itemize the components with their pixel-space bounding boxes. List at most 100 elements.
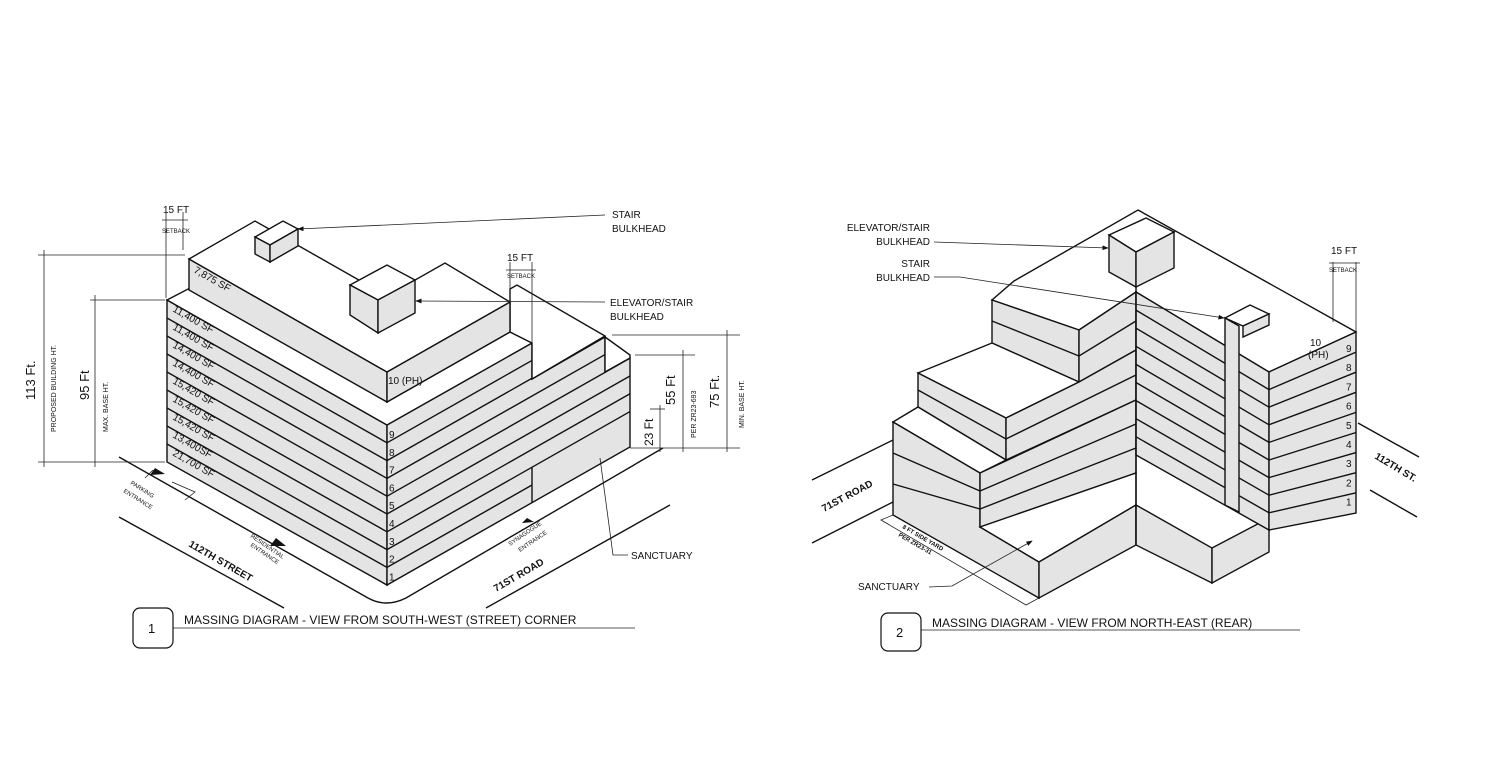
floor-line-west [166, 425, 388, 551]
stair-bulkhead-label-2: BULKHEAD [612, 224, 666, 235]
street-curb-inner [118, 447, 664, 604]
svg-text:MIN. BASE HT.: MIN. BASE HT. [739, 380, 746, 428]
floor-line-west [166, 389, 388, 515]
street-curb-outer-71st [485, 504, 671, 609]
floor-number: 2 [1346, 478, 1352, 489]
podium-east-face [1211, 516, 1270, 585]
setback-dimension-top: 15 FT SETBACK [162, 205, 190, 298]
floor-line-west [166, 317, 388, 444]
stair-bulkhead-label-1: STAIR [901, 259, 930, 270]
stair-bulkhead-label-2: BULKHEAD [876, 273, 930, 284]
max-base-height-dimension: 95 Ft MAX. BASE HT. [77, 295, 165, 467]
sanctuary-label: SANCTUARY [631, 551, 693, 562]
floor-line-east [1268, 431, 1357, 461]
svg-text:23 Ft: 23 Ft [642, 418, 656, 446]
floor-line-west-wing [917, 374, 1137, 440]
elevator-bulkhead-label-2: BULKHEAD [876, 237, 930, 248]
svg-text:15 FT: 15 FT [507, 253, 533, 264]
floor-number: 3 [389, 537, 395, 548]
floor-number: 9 [389, 430, 395, 441]
svg-text:15 FT: 15 FT [1331, 246, 1357, 257]
floor-number: 1 [389, 572, 395, 583]
floor-number: 2 [389, 555, 395, 566]
floor-number: 8 [1346, 363, 1352, 374]
elevator-bulkhead-label-1: ELEVATOR/STAIR [847, 223, 930, 234]
floor-number: 7 [1346, 382, 1352, 393]
stair-bulkhead-label-1: STAIR [612, 210, 641, 221]
svg-text:75 Ft.: 75 Ft. [707, 375, 722, 408]
floor-line-south [386, 484, 533, 569]
elevator-bulkhead-leader [933, 241, 1109, 251]
floor-line-east [1268, 391, 1357, 426]
diagram-number: 2 [896, 625, 903, 640]
diagram-title: MASSING DIAGRAM - VIEW FROM SOUTH-WEST (… [184, 613, 577, 627]
stair-bulkhead-leader [297, 214, 606, 232]
floor-line-south [386, 357, 631, 497]
elevator-bulkhead-leader [415, 298, 606, 304]
floor-lines [892, 309, 1357, 514]
penthouse-label: 10 (PH) [388, 376, 422, 387]
floor-line-north [1135, 418, 1270, 496]
street-112th-line-2 [1369, 489, 1418, 518]
floor-number: 4 [1346, 440, 1352, 451]
floor-number-labels: 9 8 7 6 5 4 3 2 1 [389, 430, 395, 583]
floor-number: 6 [389, 483, 395, 494]
floor-line-east [1268, 371, 1357, 408]
floor-line-south [386, 353, 606, 480]
floor-number: 4 [389, 519, 395, 530]
parking-entry-drive [144, 469, 196, 501]
floor-line-west-wing [892, 447, 1137, 510]
svg-text:SETBACK: SETBACK [1329, 268, 1357, 274]
svg-text:MAX. BASE HT.: MAX. BASE HT. [103, 382, 110, 432]
floor-line-east [1268, 451, 1357, 479]
sanctuary-leader [928, 540, 1033, 588]
svg-text:95 Ft: 95 Ft [77, 370, 92, 400]
stair-shaft [1224, 316, 1240, 514]
podium-north-face [1135, 503, 1213, 585]
sanctuary-roof [604, 335, 631, 374]
floor-line-west [166, 335, 388, 462]
diagram-title: MASSING DIAGRAM - VIEW FROM NORTH-EAST (… [932, 616, 1252, 630]
floor-number: 9 [1346, 344, 1352, 355]
floor-number: 3 [1346, 459, 1352, 470]
street-112th-line-1 [1357, 422, 1420, 458]
svg-text:113 Ft.: 113 Ft. [23, 360, 38, 400]
floor-line-west [166, 371, 388, 497]
floor-line-west-wing [892, 423, 1137, 492]
parking-entrance-arrow-icon [150, 468, 165, 475]
svg-text:15 FT: 15 FT [163, 205, 189, 216]
stair-bulkhead-leader [934, 276, 1225, 320]
street-label-112th: 112TH ST. [1372, 451, 1418, 485]
floor-number: 5 [1346, 421, 1352, 432]
floor-number: 5 [389, 501, 395, 512]
floor-line-west-wing [991, 320, 1137, 357]
elevator-bulkhead-label-1: ELEVATOR/STAIR [610, 298, 693, 309]
svg-text:SETBACK: SETBACK [162, 229, 190, 235]
street-curb-outer-112th [118, 516, 285, 609]
floor-line-south [386, 410, 631, 551]
elevator-bulkhead-label-2: BULKHEAD [610, 312, 664, 323]
floor-line-north [1135, 345, 1270, 426]
residential-entrance-arrow-icon [270, 538, 286, 546]
diagram-number-box [880, 612, 922, 652]
floor-line-west [166, 353, 388, 480]
floor-number: 7 [389, 466, 395, 477]
floor-line-north [1135, 363, 1270, 444]
floor-line-north [1135, 436, 1270, 514]
street-71st-line-1 [811, 439, 894, 481]
svg-text:PROPOSED BUILDING HT.: PROPOSED BUILDING HT. [51, 345, 58, 432]
sanctuary-leader [599, 457, 628, 556]
diagram-number: 1 [148, 621, 155, 636]
elevator-bulkhead-box [348, 264, 417, 335]
street-71st-line-2 [811, 501, 894, 544]
svg-text:SETBACK: SETBACK [507, 274, 535, 280]
sanctuary-label: SANCTUARY [858, 582, 920, 593]
floor-line-east [1268, 472, 1357, 496]
floor-number: 8 [389, 448, 395, 459]
street-label-71st: 71ST ROAD [820, 479, 875, 515]
floor-line-west [166, 443, 388, 569]
svg-text:55 Ft: 55 Ft [663, 375, 678, 405]
